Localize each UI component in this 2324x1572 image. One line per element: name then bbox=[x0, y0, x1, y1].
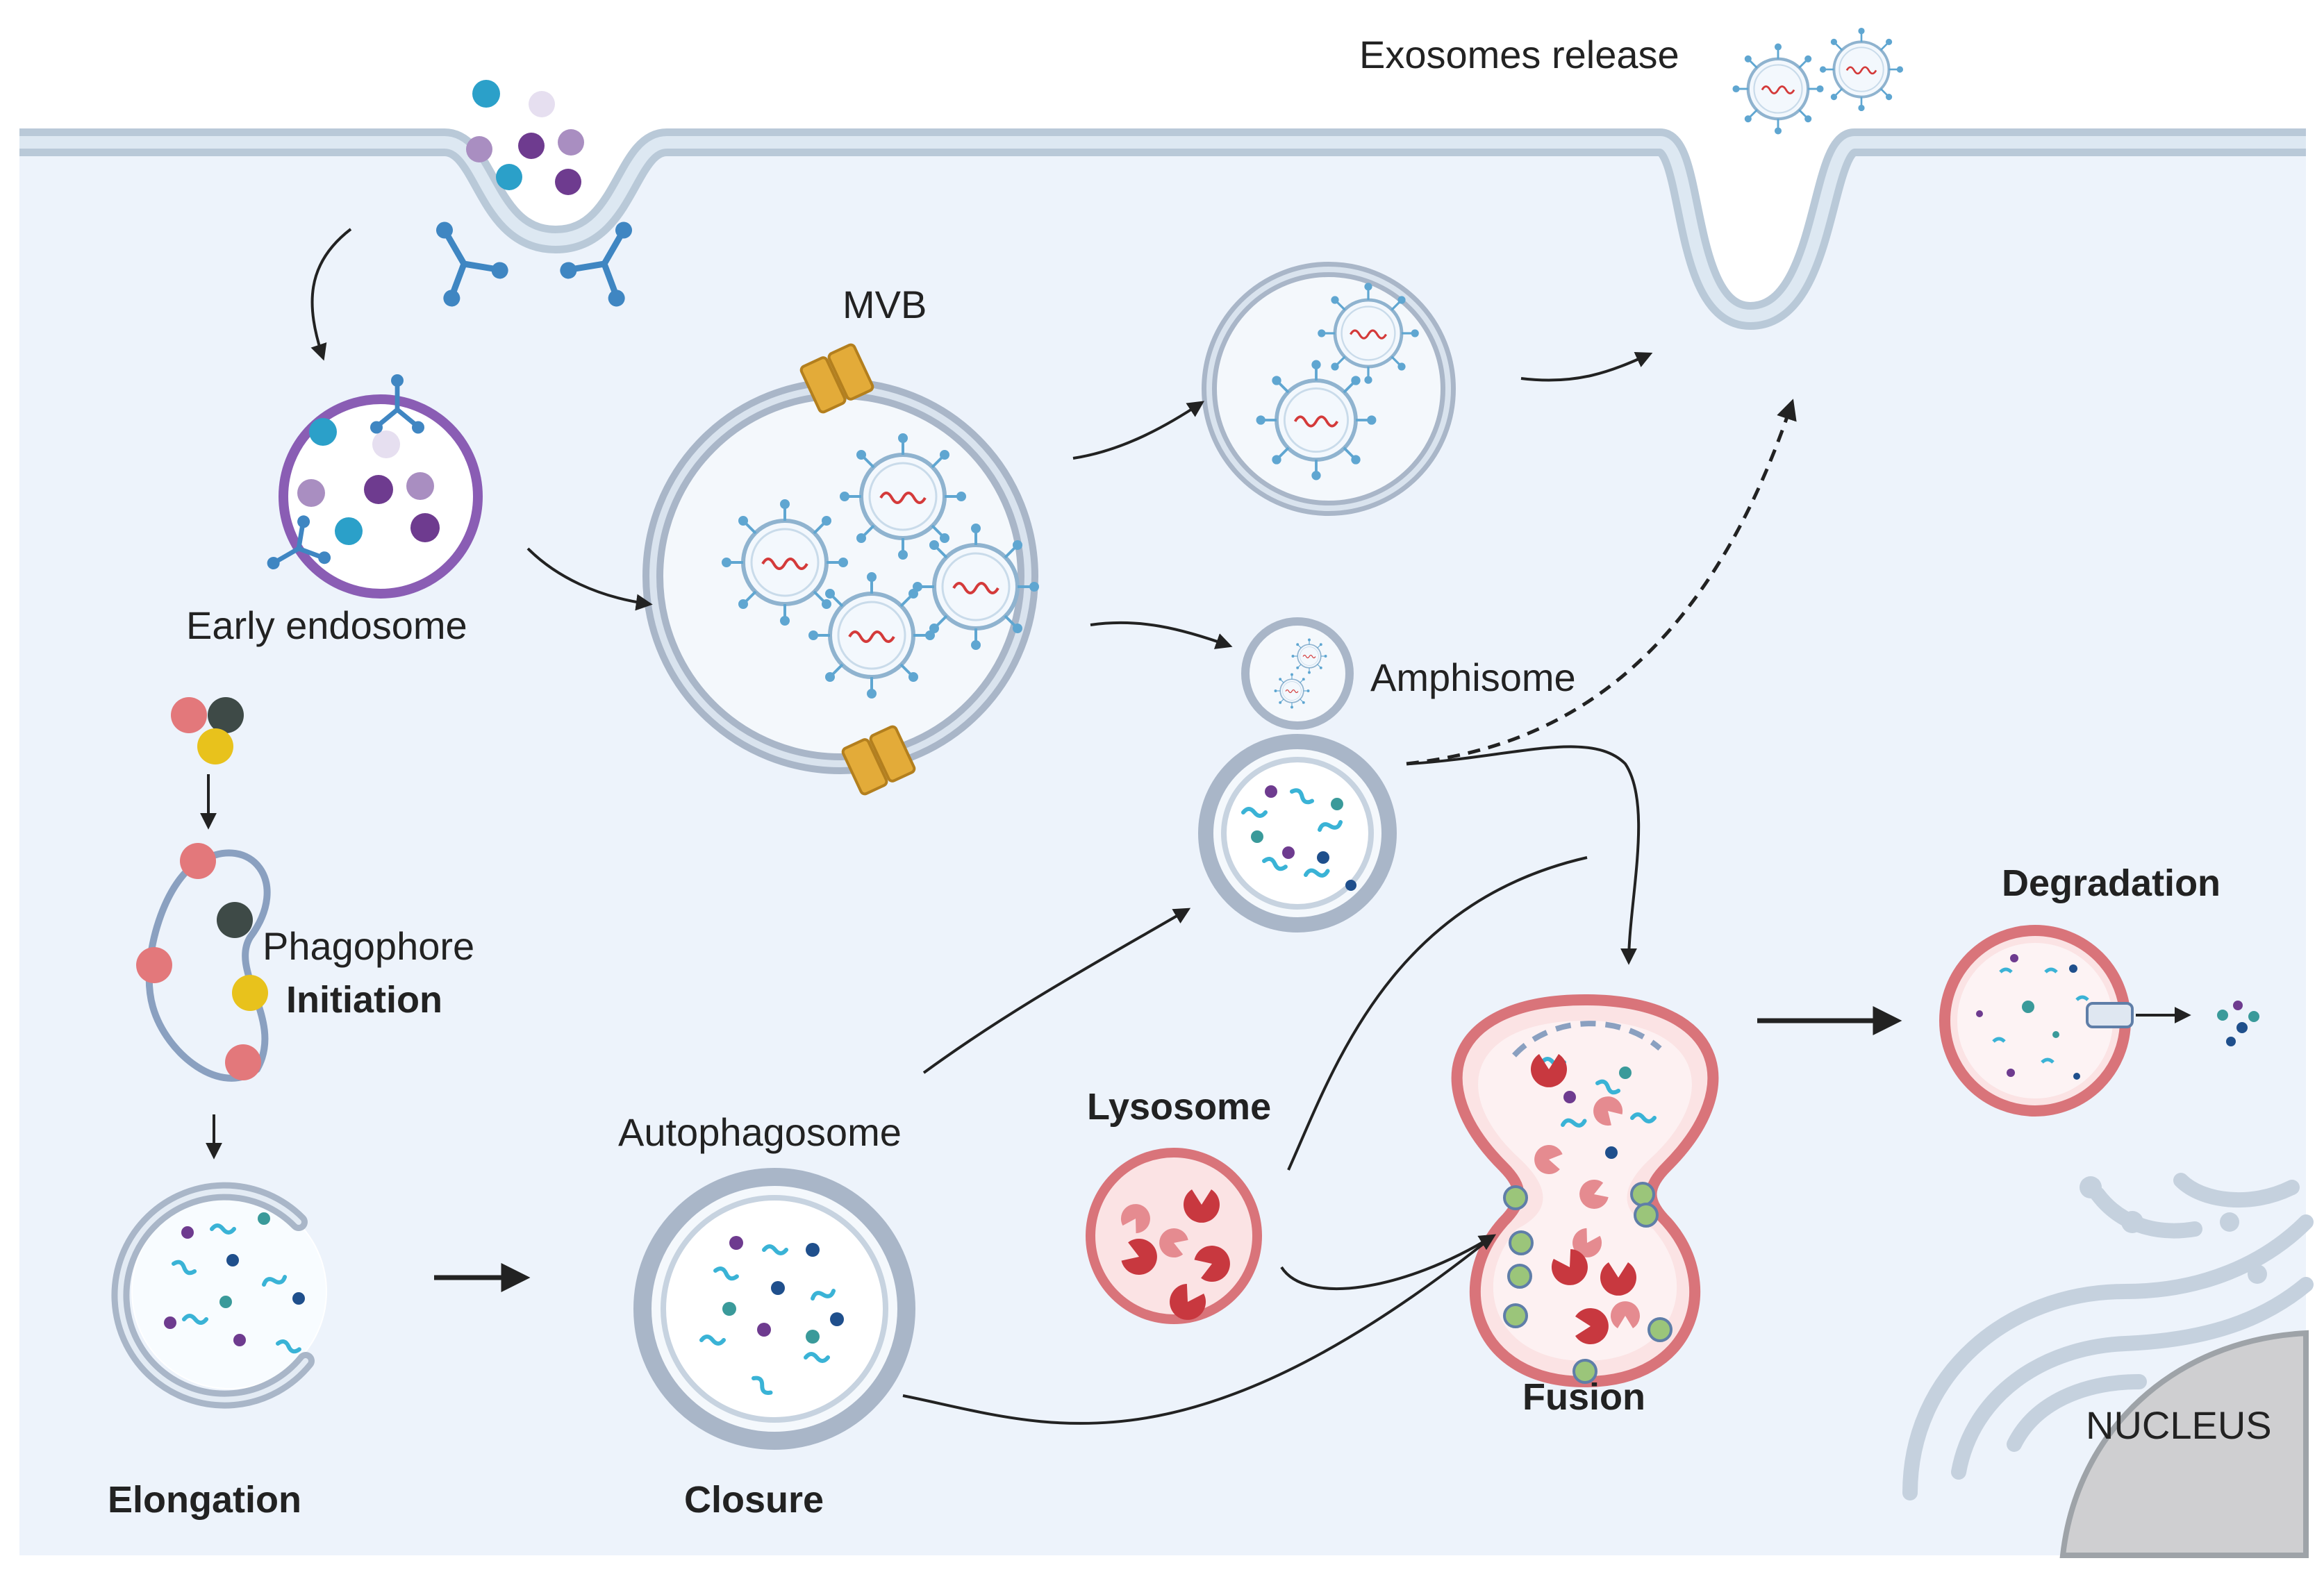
amphisome-cargo bbox=[1243, 785, 1356, 891]
early-endosome bbox=[279, 394, 483, 599]
lysosome bbox=[1086, 1148, 1262, 1327]
exosome-release-arrow bbox=[1406, 399, 1797, 766]
exosome-icon bbox=[1734, 44, 1823, 133]
ligand-cargo bbox=[466, 80, 584, 195]
phagophore bbox=[136, 843, 271, 1082]
amphisome bbox=[1198, 617, 1397, 933]
exosome-icon bbox=[1319, 284, 1418, 383]
fusion-autolysosome bbox=[1451, 994, 1719, 1388]
er-vesicles bbox=[2080, 1176, 2267, 1284]
nucleus bbox=[2059, 1330, 2309, 1558]
endoplasmic-reticulum bbox=[1902, 1173, 2314, 1500]
pathway-arrows bbox=[200, 228, 2191, 1425]
label-early-endosome: Early endosome bbox=[186, 603, 467, 647]
label-elongation: Elongation bbox=[108, 1479, 301, 1521]
label-phagophore: Phagophore bbox=[263, 924, 474, 968]
label-initiation: Initiation bbox=[286, 979, 442, 1021]
label-nucleus: NUCLEUS bbox=[2086, 1403, 2272, 1447]
label-exosomes-release: Exosomes release bbox=[1359, 33, 1679, 76]
label-closure: Closure bbox=[684, 1479, 824, 1521]
exosome-icon bbox=[1257, 361, 1375, 478]
label-fusion: Fusion bbox=[1522, 1376, 1645, 1418]
exosome-icon bbox=[723, 501, 847, 624]
exosome-icon bbox=[1819, 27, 1904, 112]
label-lysosome: Lysosome bbox=[1087, 1086, 1271, 1128]
exosome-icon bbox=[841, 435, 965, 558]
exosome-icon bbox=[1291, 638, 1327, 674]
label-autophagosome: Autophagosome bbox=[618, 1110, 902, 1154]
elongation-phagophore bbox=[111, 1182, 327, 1409]
cytoplasm bbox=[19, 153, 2306, 1555]
exosome-icon bbox=[1274, 673, 1310, 709]
atg-protein-cluster bbox=[171, 697, 244, 764]
degradation-lysosome bbox=[1939, 925, 2259, 1117]
exosome-icon bbox=[914, 525, 1038, 649]
label-degradation: Degradation bbox=[2002, 862, 2221, 904]
label-mvb: MVB bbox=[843, 283, 927, 326]
exosome-icon bbox=[810, 574, 933, 697]
autophagosome bbox=[633, 1168, 915, 1450]
label-amphisome: Amphisome bbox=[1370, 655, 1576, 699]
